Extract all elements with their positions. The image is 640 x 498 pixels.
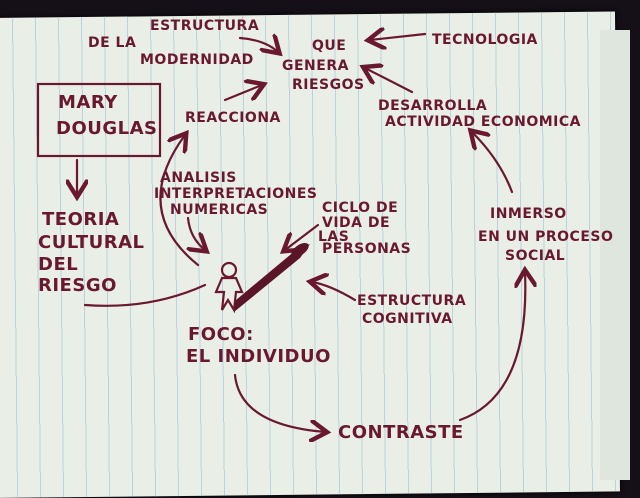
theory-label-3: DEL	[38, 254, 78, 275]
theory-label-4: RIESGO	[38, 275, 117, 296]
contrast-label: CONTRASTE	[338, 422, 464, 443]
economy-label-1: DESARROLLA	[378, 98, 487, 114]
analysis-label-2: INTERPRETACIONES	[154, 186, 317, 202]
author-label-1: MARY	[58, 92, 118, 113]
arrow-analysis-to-individual	[188, 216, 205, 250]
lifecycle-label-4: PERSONAS	[322, 241, 411, 257]
person-icon	[214, 242, 310, 314]
theory-label-2: CULTURAL	[38, 232, 144, 253]
analysis-label-3: NUMERICAS	[170, 202, 268, 218]
focus-label-1: FOCO:	[188, 324, 254, 345]
technology-label: TECNOLOGIA	[432, 32, 538, 48]
center-label-2: GENERA	[282, 58, 349, 74]
author-label-2: DOUGLAS	[56, 118, 158, 139]
modernity-label-3: MODERNIDAD	[140, 52, 254, 68]
cognitive-label-2: COGNITIVA	[362, 311, 453, 327]
arrow-modernity-to-center	[238, 38, 278, 52]
social-label-3: SOCIAL	[505, 248, 565, 264]
arrow-social-to-economy	[472, 132, 514, 194]
lifecycle-label-2: VIDA DE	[322, 215, 390, 231]
theory-label-1: TEORIA	[42, 209, 119, 230]
social-label-2: EN UN PROCESO	[478, 229, 613, 245]
analysis-label-1: ANALISIS	[160, 170, 237, 186]
focus-label-2: EL INDIVIDUO	[186, 346, 331, 367]
arrow-reacts-to-center	[223, 85, 262, 102]
lifecycle-label-3: LAS	[318, 229, 349, 245]
paper-edge	[600, 30, 630, 480]
social-label-1: INMERSO	[490, 206, 567, 222]
arrow-lifecycle-to-individual	[285, 223, 320, 250]
mind-map: ESTRUCTURA DE LA MODERNIDAD QUE GENERA R…	[36, 18, 613, 480]
arrow-contrast-to-social	[458, 272, 525, 422]
lifecycle-label-1: CICLO DE	[322, 200, 398, 216]
arrow-economy-to-center	[365, 68, 414, 94]
economy-label-2: ACTIVIDAD ECONOMICA	[385, 114, 581, 130]
arrow-technology-to-center	[370, 34, 427, 40]
line-theory-to-individual	[83, 283, 207, 307]
center-label-1: QUE	[312, 38, 346, 54]
center-label-3: RIESGOS	[292, 77, 365, 93]
arrow-individual-to-contrast	[233, 373, 325, 432]
modernity-label-1: ESTRUCTURA	[150, 18, 259, 34]
arrow-individual-to-reacts	[159, 135, 200, 267]
author-box	[36, 82, 162, 158]
shadow-icon	[234, 244, 310, 312]
cognitive-label-1: ESTRUCTURA	[357, 293, 466, 309]
reacts-label: REACCIONA	[185, 110, 281, 126]
arrow-cognitive-to-individual	[312, 282, 357, 302]
modernity-label-2: DE LA	[88, 35, 136, 51]
